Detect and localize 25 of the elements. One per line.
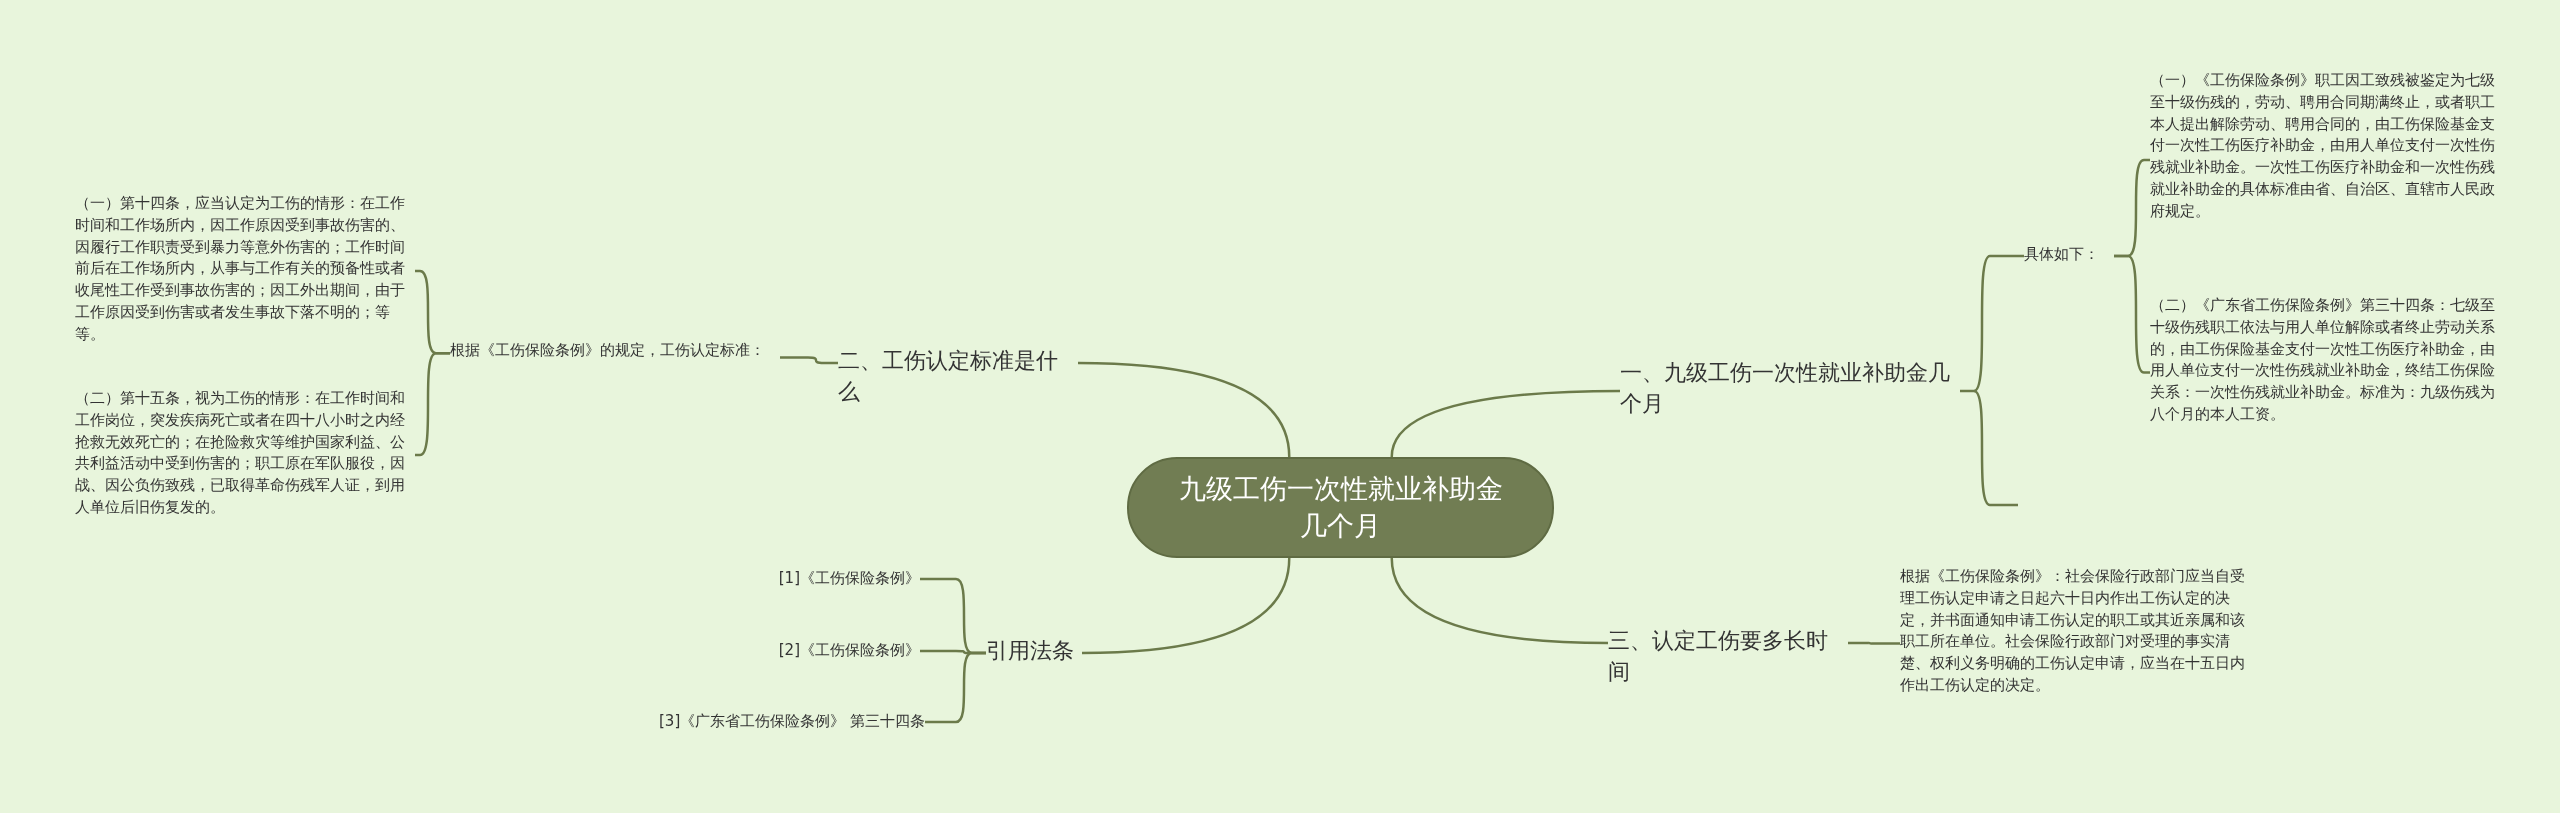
connector-line xyxy=(1390,389,1620,458)
connector-line xyxy=(925,651,986,724)
note-text: （二）第十五条，视为工伤的情形：在工作时间和工作岗位，突发疾病死亡或者在四十八小时之内经抢救无效死亡的；在抢险救灾等维护国家利益、公共利益活动中受到伤害的；职工原在军队服役，因战、因公负伤致残，已取得革命伤残军人证，到用人单位后旧伤复发的。 xyxy=(75,388,415,519)
branch-topic: 引用法条 xyxy=(986,636,1082,667)
connector-line xyxy=(780,356,838,365)
central-topic: 九级工伤一次性就业补助金几个月 xyxy=(1127,457,1554,558)
note-text: （一）第十四条，应当认定为工伤的情形：在工作时间和工作场所内，因工作原因受到事故伤害的、因履行工作职责受到暴力等意外伤害的；工作时间前后在工作场所内，从事与工作有关的预备性或者收尾性工作受到事故伤害的；因工外出期间，由于工作原因受到伤害或者发生事故下落不明的；等等。 xyxy=(75,193,415,346)
note-text: （二）《广东省工伤保险条例》第三十四条：七级至十级伤残职工依法与用人单位解除或者终止劳动关系的，由工伤保险基金支付一次性工伤医疗补助金，由用人单位支付一次性伤残就业补助金，终结工伤保险关系：一次性伤残就业补助金。标准为：九级伤残为八个月的本人工资。 xyxy=(2150,295,2500,426)
connector-line xyxy=(415,351,450,457)
connector-line xyxy=(1960,254,2024,393)
connector-line xyxy=(1848,641,1900,645)
branch-topic: 一、九级工伤一次性就业补助金几个月 xyxy=(1620,358,1960,420)
connector-line xyxy=(1081,557,1291,655)
subtopic-text: [1]《工伤保险条例》 xyxy=(770,568,920,589)
connector-line xyxy=(1077,361,1291,458)
subtopic-text: 具体如下： xyxy=(2024,244,2114,265)
connector-line xyxy=(1390,557,1609,645)
connector-line xyxy=(2114,254,2150,374)
subtopic-text: 根据《工伤保险条例》的规定，工伤认定标准： xyxy=(450,340,780,361)
subtopic-text: [3]《广东省工伤保险条例》 第三十四条 xyxy=(630,711,925,732)
note-text: 根据《工伤保险条例》：社会保险行政部门应当自受理工伤认定申请之日起六十日内作出工伤认定的决定，并书面通知申请工伤认定的职工或其近亲属和该职工所在单位。社会保险行政部门对受理的事实清楚、权利义务明确的工伤认定申请，应当在十五日内作出工伤认定的决定。 xyxy=(1900,566,2245,697)
branch-topic: 二、工伤认定标准是什么 xyxy=(838,346,1078,408)
branch-topic: 三、认定工伤要多长时间 xyxy=(1608,626,1848,688)
note-text: （一）《工伤保险条例》职工因工致残被鉴定为七级至十级伤残的，劳动、聘用合同期满终止，或者职工本人提出解除劳动、聘用合同的，由工伤保险基金支付一次性工伤医疗补助金，由用人单位支付一次性伤残就业补助金。一次性工伤医疗补助金和一次性伤残就业补助金的具体标准由省、自治区、直辖市人民政府规定。 xyxy=(2150,70,2500,223)
subtopic-text: [2]《工伤保险条例》 xyxy=(770,640,920,661)
